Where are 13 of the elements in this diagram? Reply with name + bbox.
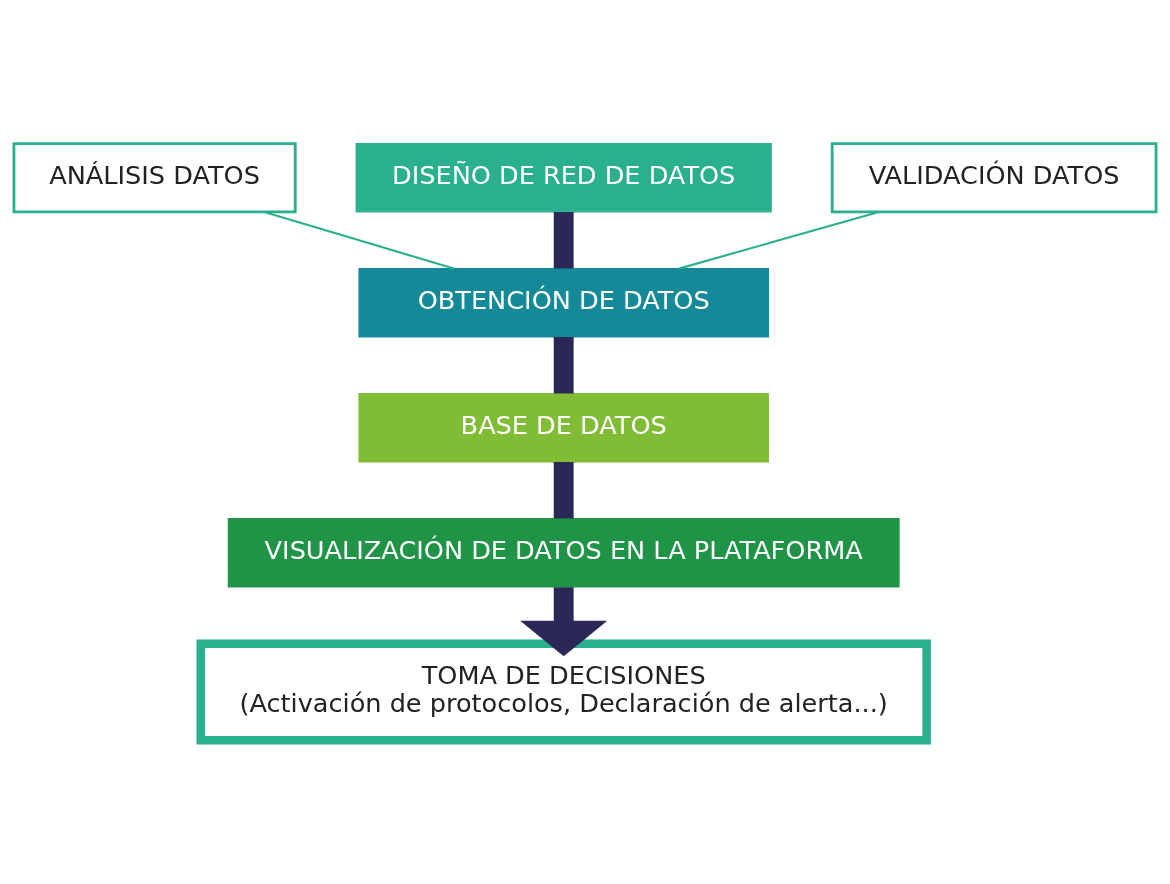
arrow [520, 587, 608, 657]
node-box: VISUALIZACIÓN DE DATOS EN LA PLATAFORMA [227, 518, 900, 588]
node-box: VALIDACIÓN DATOS [830, 142, 1158, 214]
node-box: BASE DE DATOS [358, 393, 769, 463]
node-box: DISEÑO DE RED DE DATOS [355, 142, 772, 213]
node-box: OBTENCIÓN DE DATOS [358, 268, 769, 338]
connector [553, 336, 574, 394]
node-box: ANÁLISIS DATOS [12, 142, 297, 214]
connector [678, 210, 880, 270]
node-box: TOMA DE DECISIONES (Activación de protocolos, Declaración de alerta...) [196, 639, 931, 745]
connector [553, 211, 574, 269]
connector [553, 461, 574, 519]
connector [263, 210, 455, 270]
